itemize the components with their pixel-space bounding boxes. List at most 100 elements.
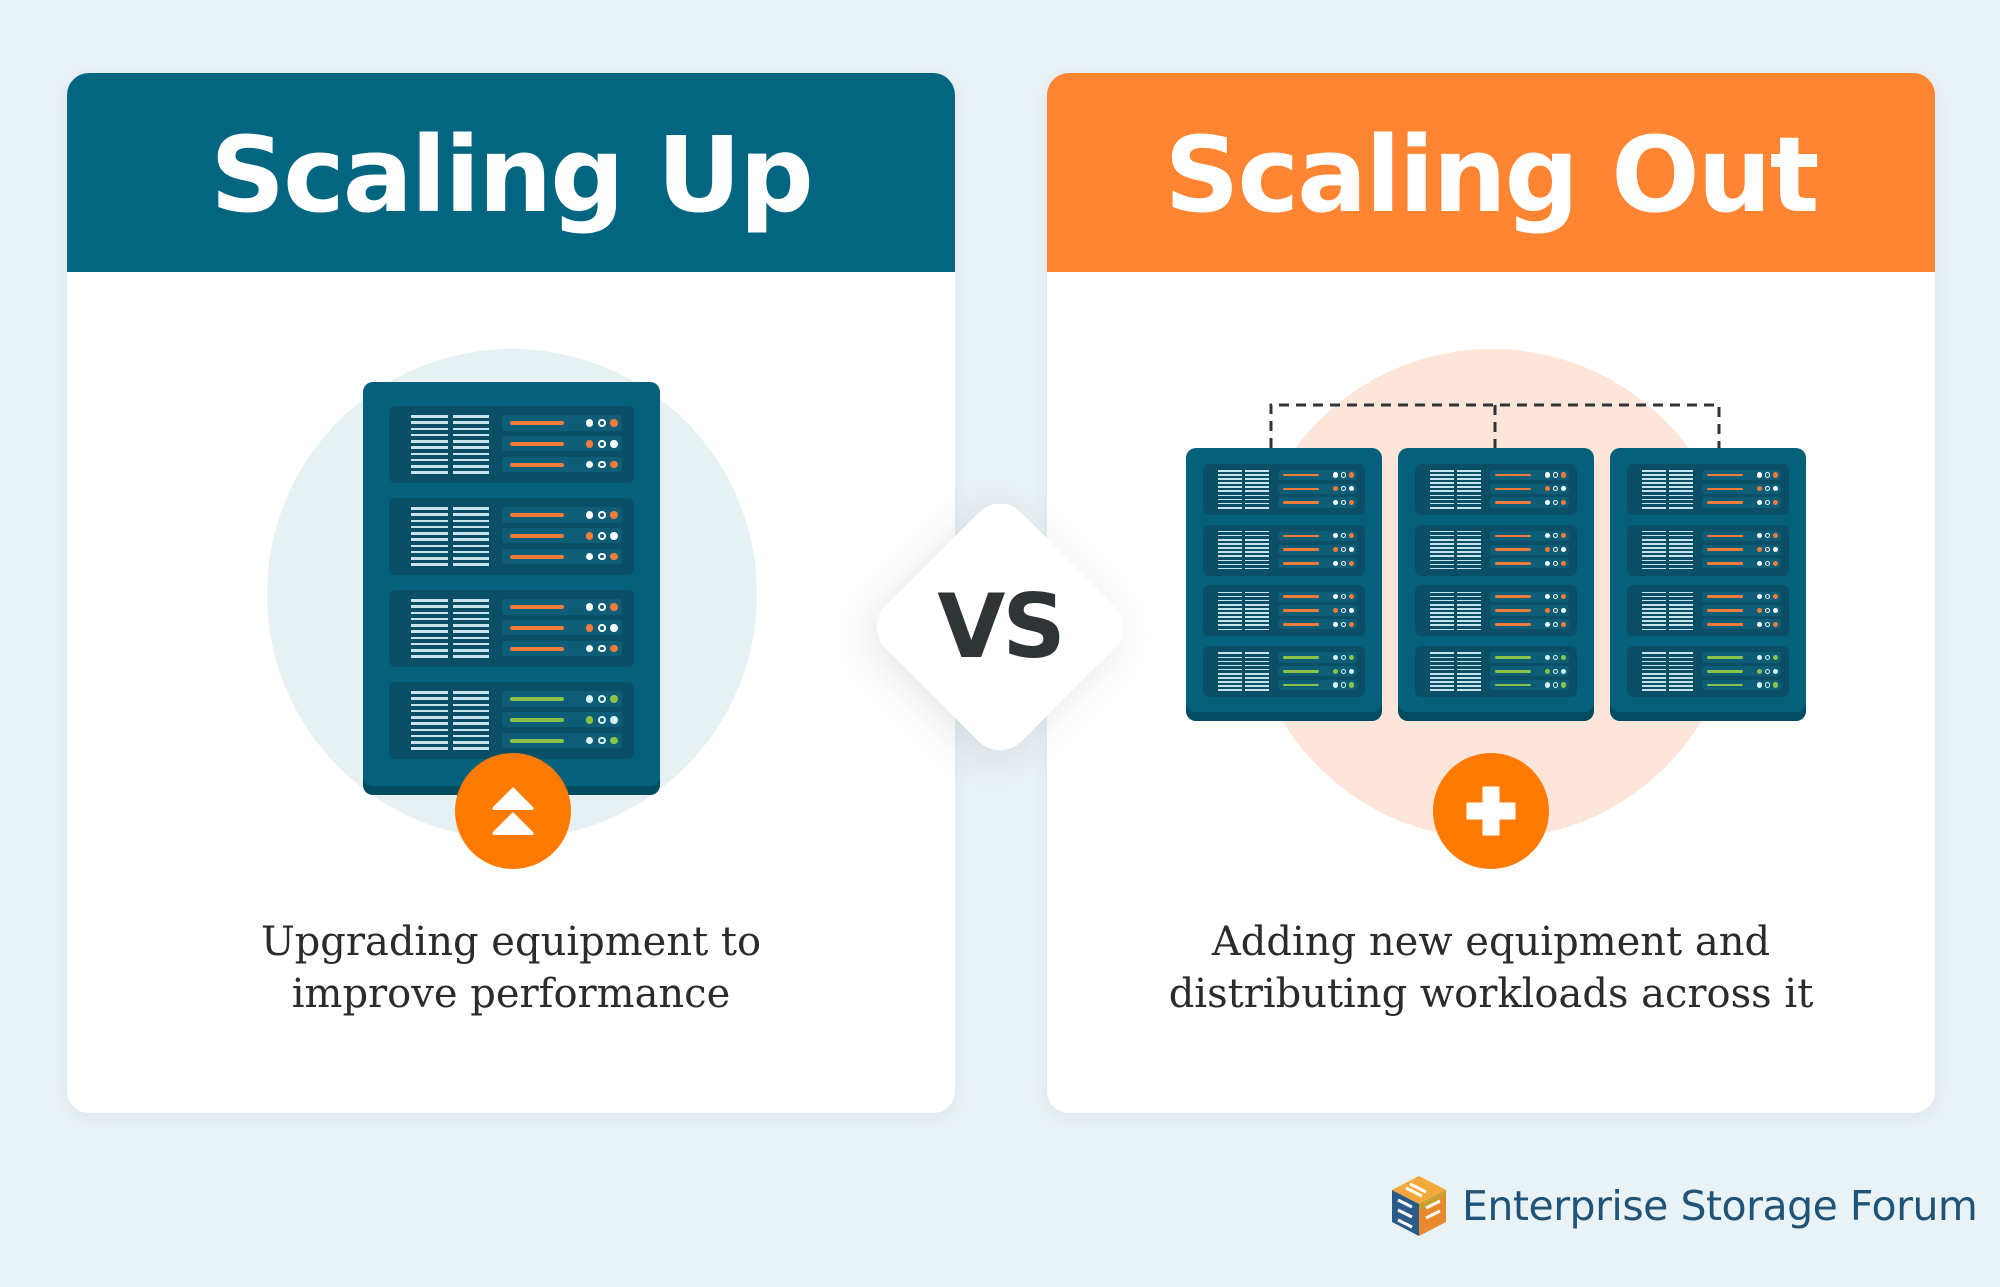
status-bar bbox=[1283, 595, 1319, 599]
vent-grille bbox=[1429, 652, 1454, 691]
status-led bbox=[1756, 594, 1763, 600]
status-bar bbox=[1283, 548, 1319, 552]
status-bar bbox=[1707, 501, 1743, 504]
status-led bbox=[1341, 499, 1347, 506]
status-led bbox=[1332, 594, 1339, 600]
vent-grille bbox=[1641, 591, 1666, 631]
scaling-up-card: Scaling Up Upgrading equipment to improv… bbox=[67, 73, 955, 1113]
plus-icon bbox=[1466, 786, 1516, 836]
status-bar bbox=[1495, 562, 1531, 565]
status-led bbox=[1349, 682, 1355, 688]
vent-grille bbox=[452, 599, 490, 658]
status-led bbox=[1765, 472, 1771, 478]
status-led bbox=[1765, 560, 1771, 566]
indicator-row bbox=[1489, 652, 1569, 663]
status-led bbox=[1349, 607, 1355, 613]
indicator-row bbox=[501, 620, 622, 636]
status-led bbox=[1561, 533, 1567, 539]
server-unit bbox=[1203, 585, 1365, 637]
indicator-row bbox=[1489, 619, 1569, 630]
vent-grille bbox=[1457, 591, 1482, 631]
status-led bbox=[1773, 654, 1779, 661]
server-rack bbox=[1186, 448, 1382, 721]
status-bar bbox=[1495, 534, 1531, 538]
status-led bbox=[1773, 486, 1779, 492]
indicator-row bbox=[1277, 558, 1357, 569]
indicator-row bbox=[501, 640, 622, 657]
status-led bbox=[610, 603, 619, 611]
vent-grille bbox=[1245, 652, 1270, 691]
status-bar bbox=[510, 717, 565, 722]
status-led bbox=[1756, 547, 1763, 553]
status-led bbox=[585, 419, 594, 427]
status-led bbox=[598, 736, 606, 745]
status-led bbox=[1341, 486, 1347, 492]
status-led bbox=[1553, 682, 1559, 688]
status-led bbox=[610, 531, 619, 540]
status-led bbox=[1765, 607, 1771, 613]
status-bar bbox=[1707, 656, 1743, 659]
scaling-up-title: Scaling Up bbox=[210, 113, 814, 236]
vent-grille bbox=[1457, 530, 1482, 570]
status-bar bbox=[1283, 562, 1319, 565]
indicator-row bbox=[1701, 558, 1781, 569]
network-connector-lines bbox=[1269, 403, 1721, 448]
status-bar bbox=[510, 625, 565, 630]
status-bar bbox=[1707, 622, 1743, 626]
status-led bbox=[610, 623, 619, 632]
vent-grille bbox=[1217, 652, 1242, 691]
status-led bbox=[1773, 668, 1779, 674]
status-led bbox=[1765, 621, 1771, 627]
indicator-row bbox=[501, 507, 622, 523]
status-led bbox=[598, 460, 606, 469]
status-led bbox=[1341, 594, 1347, 600]
server-unit bbox=[1203, 646, 1365, 698]
status-bar bbox=[1283, 534, 1319, 538]
status-bar bbox=[1707, 473, 1743, 477]
status-led bbox=[610, 644, 619, 653]
status-led bbox=[1553, 560, 1559, 566]
indicator-row bbox=[501, 712, 622, 728]
server-rack bbox=[1398, 448, 1594, 721]
indicator-row bbox=[1701, 530, 1781, 541]
indicator-row bbox=[1701, 591, 1781, 602]
status-led bbox=[1553, 668, 1559, 674]
indicator-row bbox=[1489, 544, 1569, 555]
indicator-row bbox=[1277, 544, 1357, 555]
status-led bbox=[1756, 682, 1763, 688]
status-led bbox=[1756, 472, 1763, 478]
server-unit bbox=[1415, 463, 1577, 515]
status-led bbox=[610, 715, 619, 724]
status-led bbox=[610, 419, 619, 427]
vent-grille bbox=[452, 415, 490, 474]
status-led bbox=[1332, 547, 1339, 553]
status-bar bbox=[510, 533, 565, 538]
indicator-row bbox=[1489, 530, 1569, 541]
indicator-row bbox=[501, 732, 622, 749]
vent-grille bbox=[1669, 530, 1694, 570]
status-bar bbox=[510, 738, 565, 743]
status-led bbox=[1553, 607, 1559, 613]
status-bar bbox=[1707, 534, 1743, 538]
status-bar bbox=[510, 697, 565, 702]
server-unit bbox=[389, 682, 634, 759]
vent-grille bbox=[411, 415, 448, 474]
vent-grille bbox=[1217, 591, 1242, 631]
status-led bbox=[598, 623, 606, 632]
vent-grille bbox=[1669, 591, 1694, 631]
status-bar bbox=[1495, 622, 1531, 626]
status-led bbox=[1765, 654, 1771, 661]
scaling-up-description-line2: improve performance bbox=[291, 971, 731, 1017]
status-bar bbox=[1707, 595, 1743, 599]
status-led bbox=[1332, 682, 1339, 688]
vent-grille bbox=[1245, 469, 1270, 509]
status-led bbox=[1553, 486, 1559, 492]
vent-grille bbox=[1429, 591, 1454, 631]
indicator-row bbox=[1277, 469, 1357, 481]
indicator-row bbox=[1277, 530, 1357, 541]
vent-grille bbox=[1429, 530, 1454, 570]
status-led bbox=[1544, 607, 1551, 613]
status-led bbox=[585, 603, 594, 611]
status-bar bbox=[1495, 548, 1531, 552]
status-bar bbox=[1283, 656, 1319, 659]
